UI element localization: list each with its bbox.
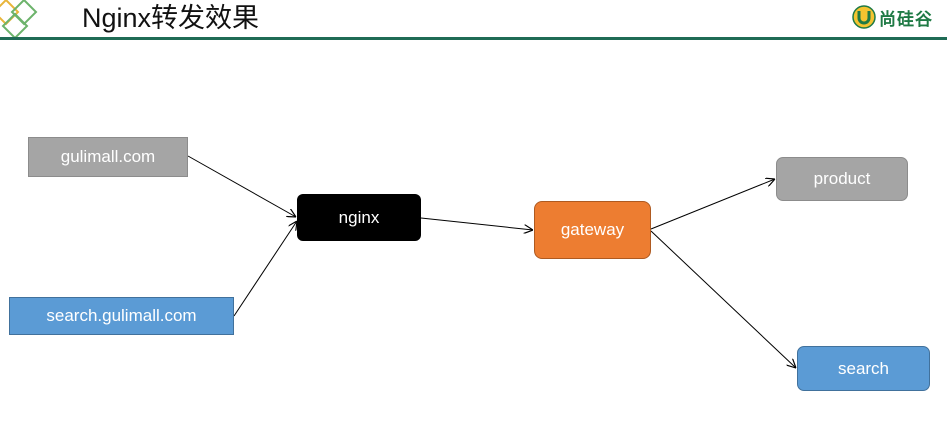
- node-gateway-label: gateway: [560, 220, 625, 239]
- node-gulimall-com: gulimall.com: [28, 137, 188, 177]
- brand-name: 尚硅谷: [879, 9, 933, 30]
- node-nginx: nginx: [297, 194, 421, 241]
- node-search-gulimall-com: search.gulimall.com: [9, 297, 234, 335]
- node-search: search: [797, 346, 930, 391]
- edge-gateway-to-product: [650, 179, 775, 230]
- edge-gateway-to-search: [650, 230, 796, 368]
- node-nginx-label: nginx: [338, 207, 380, 227]
- page-title: Nginx转发效果: [82, 3, 260, 33]
- edge-search-gulimall-to-nginx: [233, 221, 297, 317]
- node-gateway: gateway: [534, 201, 651, 259]
- brand-logo: 尚硅谷: [852, 3, 933, 31]
- edge-nginx-to-gateway: [420, 217, 533, 230]
- node-product-label: product: [813, 169, 871, 188]
- node-product: product: [776, 157, 908, 201]
- brand-u-icon: [852, 5, 876, 29]
- node-search-label: search: [837, 358, 890, 378]
- header-divider: [0, 37, 947, 40]
- node-search-gulimall-com-label: search.gulimall.com: [46, 306, 197, 325]
- node-gulimall-com-label: gulimall.com: [60, 147, 156, 166]
- edge-gulimall-to-nginx: [187, 155, 296, 217]
